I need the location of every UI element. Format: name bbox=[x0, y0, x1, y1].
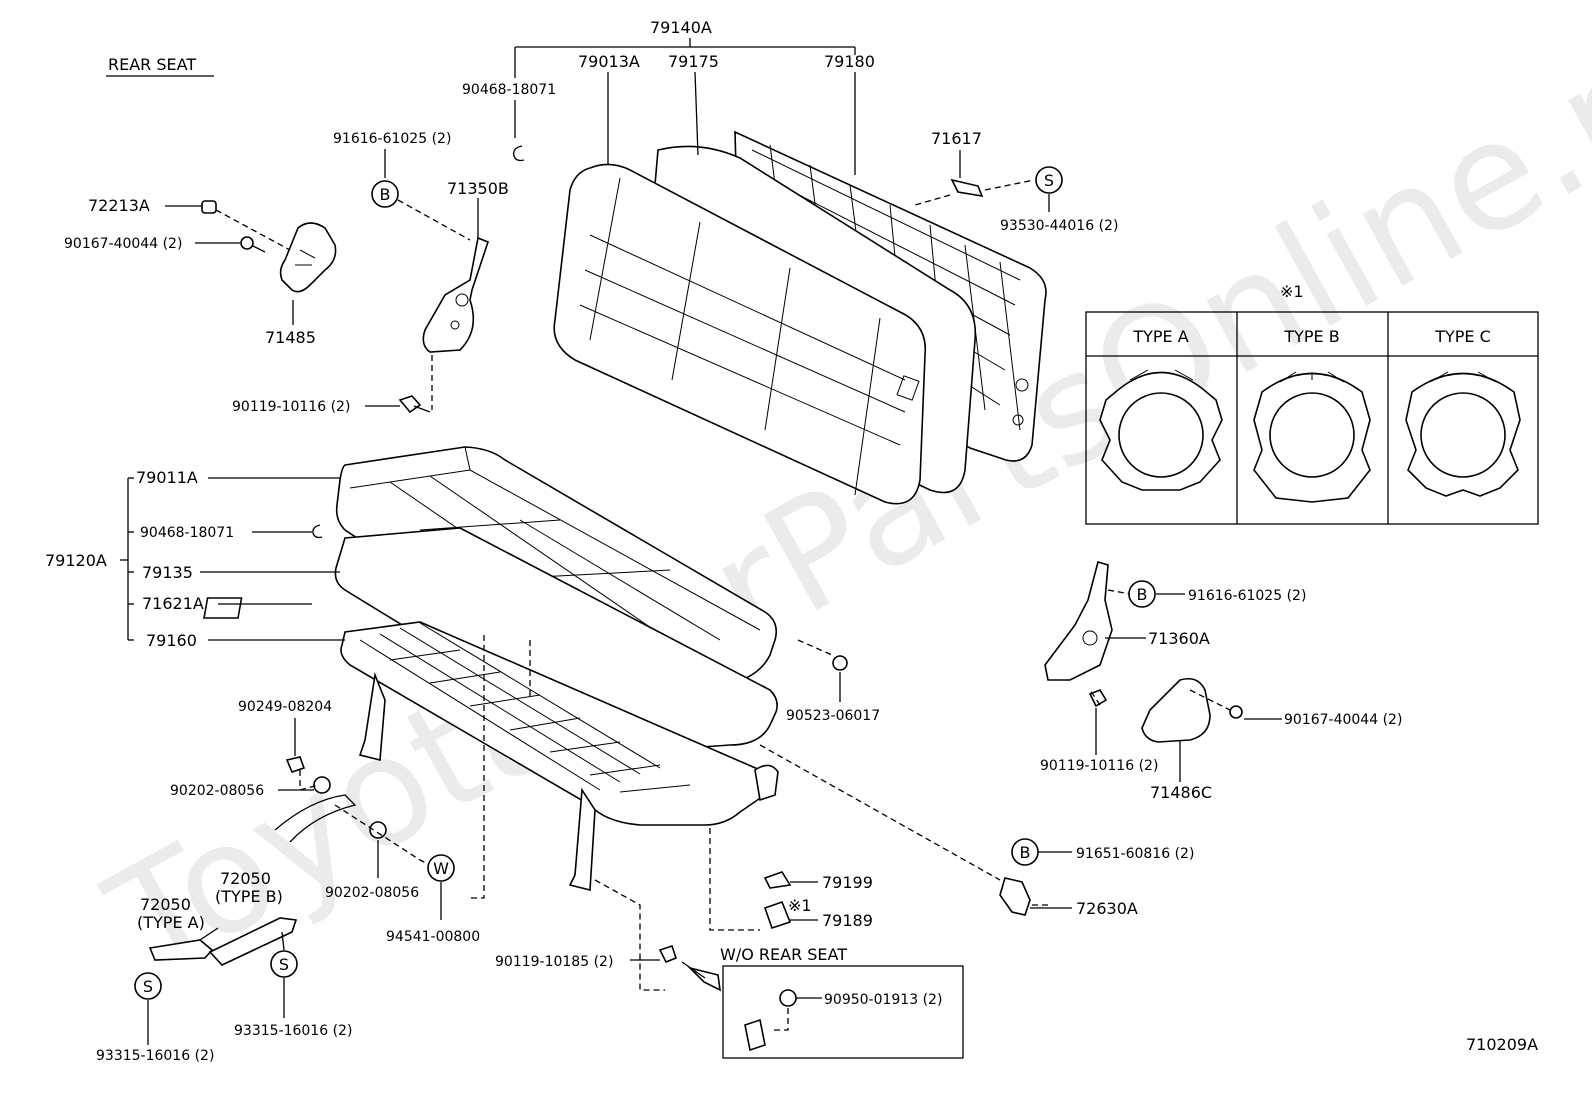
symbol-b-striker: B bbox=[1011, 838, 1039, 866]
svg-text:S: S bbox=[143, 977, 153, 996]
symbol-b-right: B bbox=[1128, 580, 1156, 608]
symbol-w: W bbox=[427, 854, 455, 882]
callout-79199: 79199 bbox=[822, 873, 873, 892]
wire-72050 bbox=[274, 794, 357, 843]
callout-71350B: 71350B bbox=[447, 179, 509, 198]
label-71621A bbox=[203, 597, 243, 619]
symbol-s-top: S bbox=[1035, 166, 1063, 194]
callout-94541-00800: 94541-00800 bbox=[386, 929, 480, 945]
callout-79120A: 79120A bbox=[45, 551, 107, 570]
callout-72050-type-a: 72050 bbox=[140, 895, 191, 914]
washer-90202-08056 bbox=[313, 776, 387, 839]
callout-93530-44016: 93530-44016 (2) bbox=[1000, 218, 1118, 234]
callout-90119-10116-left: 90119-10116 (2) bbox=[232, 399, 350, 415]
strap-72050-type-b bbox=[208, 917, 298, 966]
callout-72050-type-b-suffix: (TYPE B) bbox=[215, 887, 283, 906]
callout-79160: 79160 bbox=[146, 631, 197, 650]
bolt-90119-10116 bbox=[398, 395, 431, 414]
type-table-ref: ※1 bbox=[1280, 282, 1304, 301]
callout-labels: 79140A 79013A 79175 79180 90468-18071 91… bbox=[45, 18, 1538, 1064]
seat-back-cover-79013A bbox=[553, 163, 927, 505]
callout-90167-40044-right: 90167-40044 (2) bbox=[1284, 712, 1402, 728]
callout-90468-18071-left: 90468-18071 bbox=[140, 525, 234, 541]
callout-90202-08056-upper: 90202-08056 bbox=[170, 783, 264, 799]
bolt-90249-08204 bbox=[285, 756, 306, 773]
callout-90202-08056-lower: 90202-08056 bbox=[325, 885, 419, 901]
screw-right bbox=[1229, 705, 1243, 719]
svg-text:S: S bbox=[279, 955, 289, 974]
hinge-71350B bbox=[422, 236, 489, 353]
svg-text:W: W bbox=[433, 859, 449, 878]
type-c-header: TYPE C bbox=[1434, 327, 1491, 346]
callout-93315-16016-right: 93315-16016 (2) bbox=[234, 1023, 352, 1039]
cover-79189 bbox=[763, 900, 792, 930]
callout-93315-16016-left: 93315-16016 (2) bbox=[96, 1048, 214, 1064]
screw-90167-40044 bbox=[240, 236, 266, 253]
bracket-71617 bbox=[950, 178, 984, 198]
hinge-cover-71486C bbox=[1141, 677, 1211, 743]
type-b-header: TYPE B bbox=[1283, 327, 1339, 346]
callout-71360A: 71360A bbox=[1148, 629, 1210, 648]
hinge-cover-71485 bbox=[279, 222, 337, 293]
type-a-header: TYPE A bbox=[1132, 327, 1188, 346]
diagram-title: REAR SEAT bbox=[108, 55, 196, 74]
strap-72050-type-a bbox=[148, 939, 214, 961]
type-table: ※1 TYPE A TYPE B TYPE C bbox=[1085, 282, 1539, 525]
callout-90167-40044-left: 90167-40044 (2) bbox=[64, 236, 182, 252]
callout-72050-type-b: 72050 bbox=[220, 869, 271, 888]
symbol-b-left: B bbox=[371, 180, 399, 208]
striker-72630A bbox=[999, 877, 1031, 916]
symbol-s-left: S bbox=[134, 972, 162, 1000]
callout-79140A: 79140A bbox=[650, 18, 712, 37]
cap-90523-06017 bbox=[832, 655, 848, 671]
callout-90119-10185: 90119-10185 (2) bbox=[495, 954, 613, 970]
callout-71617: 71617 bbox=[931, 129, 982, 148]
callout-79180: 79180 bbox=[824, 52, 875, 71]
callout-ref-mark: ※1 bbox=[788, 896, 812, 915]
callout-71621A: 71621A bbox=[142, 594, 204, 613]
hinge-71360A bbox=[1044, 560, 1113, 681]
svg-text:B: B bbox=[1137, 585, 1148, 604]
callout-90523-06017: 90523-06017 bbox=[786, 708, 880, 724]
callout-71486C: 71486C bbox=[1150, 783, 1212, 802]
callout-72050-type-a-suffix: (TYPE A) bbox=[137, 913, 205, 932]
callout-72630A: 72630A bbox=[1076, 899, 1138, 918]
svg-text:S: S bbox=[1044, 171, 1054, 190]
cover-79199 bbox=[763, 871, 792, 889]
type-b-shape bbox=[1253, 371, 1371, 503]
type-c-shape bbox=[1405, 371, 1521, 497]
inset-title: W/O REAR SEAT bbox=[720, 945, 847, 964]
svg-text:B: B bbox=[380, 185, 391, 204]
callout-79175: 79175 bbox=[668, 52, 719, 71]
callout-79011A: 79011A bbox=[136, 468, 198, 487]
callout-90468-18071-top: 90468-18071 bbox=[462, 82, 556, 98]
callout-79189: 79189 bbox=[822, 911, 873, 930]
seat-cushion-pad-79135 bbox=[334, 527, 778, 753]
callout-90119-10116-right: 90119-10116 (2) bbox=[1040, 758, 1158, 774]
leader-lines bbox=[120, 38, 1282, 1045]
callout-79013A: 79013A bbox=[578, 52, 640, 71]
bolt-90119-10185 bbox=[658, 944, 677, 964]
bolt-right bbox=[1088, 689, 1108, 708]
clip-90468-18071 bbox=[312, 145, 525, 539]
type-a-shape bbox=[1099, 369, 1223, 491]
callout-91616-61025-left: 91616-61025 (2) bbox=[333, 131, 451, 147]
callout-90950-01913: 90950-01913 (2) bbox=[824, 992, 942, 1008]
diagram-code: 710209A bbox=[1466, 1035, 1538, 1054]
callout-71485: 71485 bbox=[265, 328, 316, 347]
callout-91651-60816: 91651-60816 (2) bbox=[1076, 846, 1194, 862]
callout-90249-08204: 90249-08204 bbox=[238, 699, 332, 715]
callout-79135: 79135 bbox=[142, 563, 193, 582]
seat-cushion-frame-79160 bbox=[340, 621, 779, 892]
inset-wo-rear-seat: W/O REAR SEAT 90950-01913 (2) bbox=[720, 945, 964, 1059]
svg-text:B: B bbox=[1020, 843, 1031, 862]
callout-72213A: 72213A bbox=[88, 196, 150, 215]
symbol-s-right: S bbox=[270, 950, 298, 978]
callout-91616-61025-right: 91616-61025 (2) bbox=[1188, 588, 1306, 604]
watermark: ToyotaCarPartsOnline.ru bbox=[82, 0, 1592, 1012]
cap-72213A bbox=[201, 200, 217, 214]
